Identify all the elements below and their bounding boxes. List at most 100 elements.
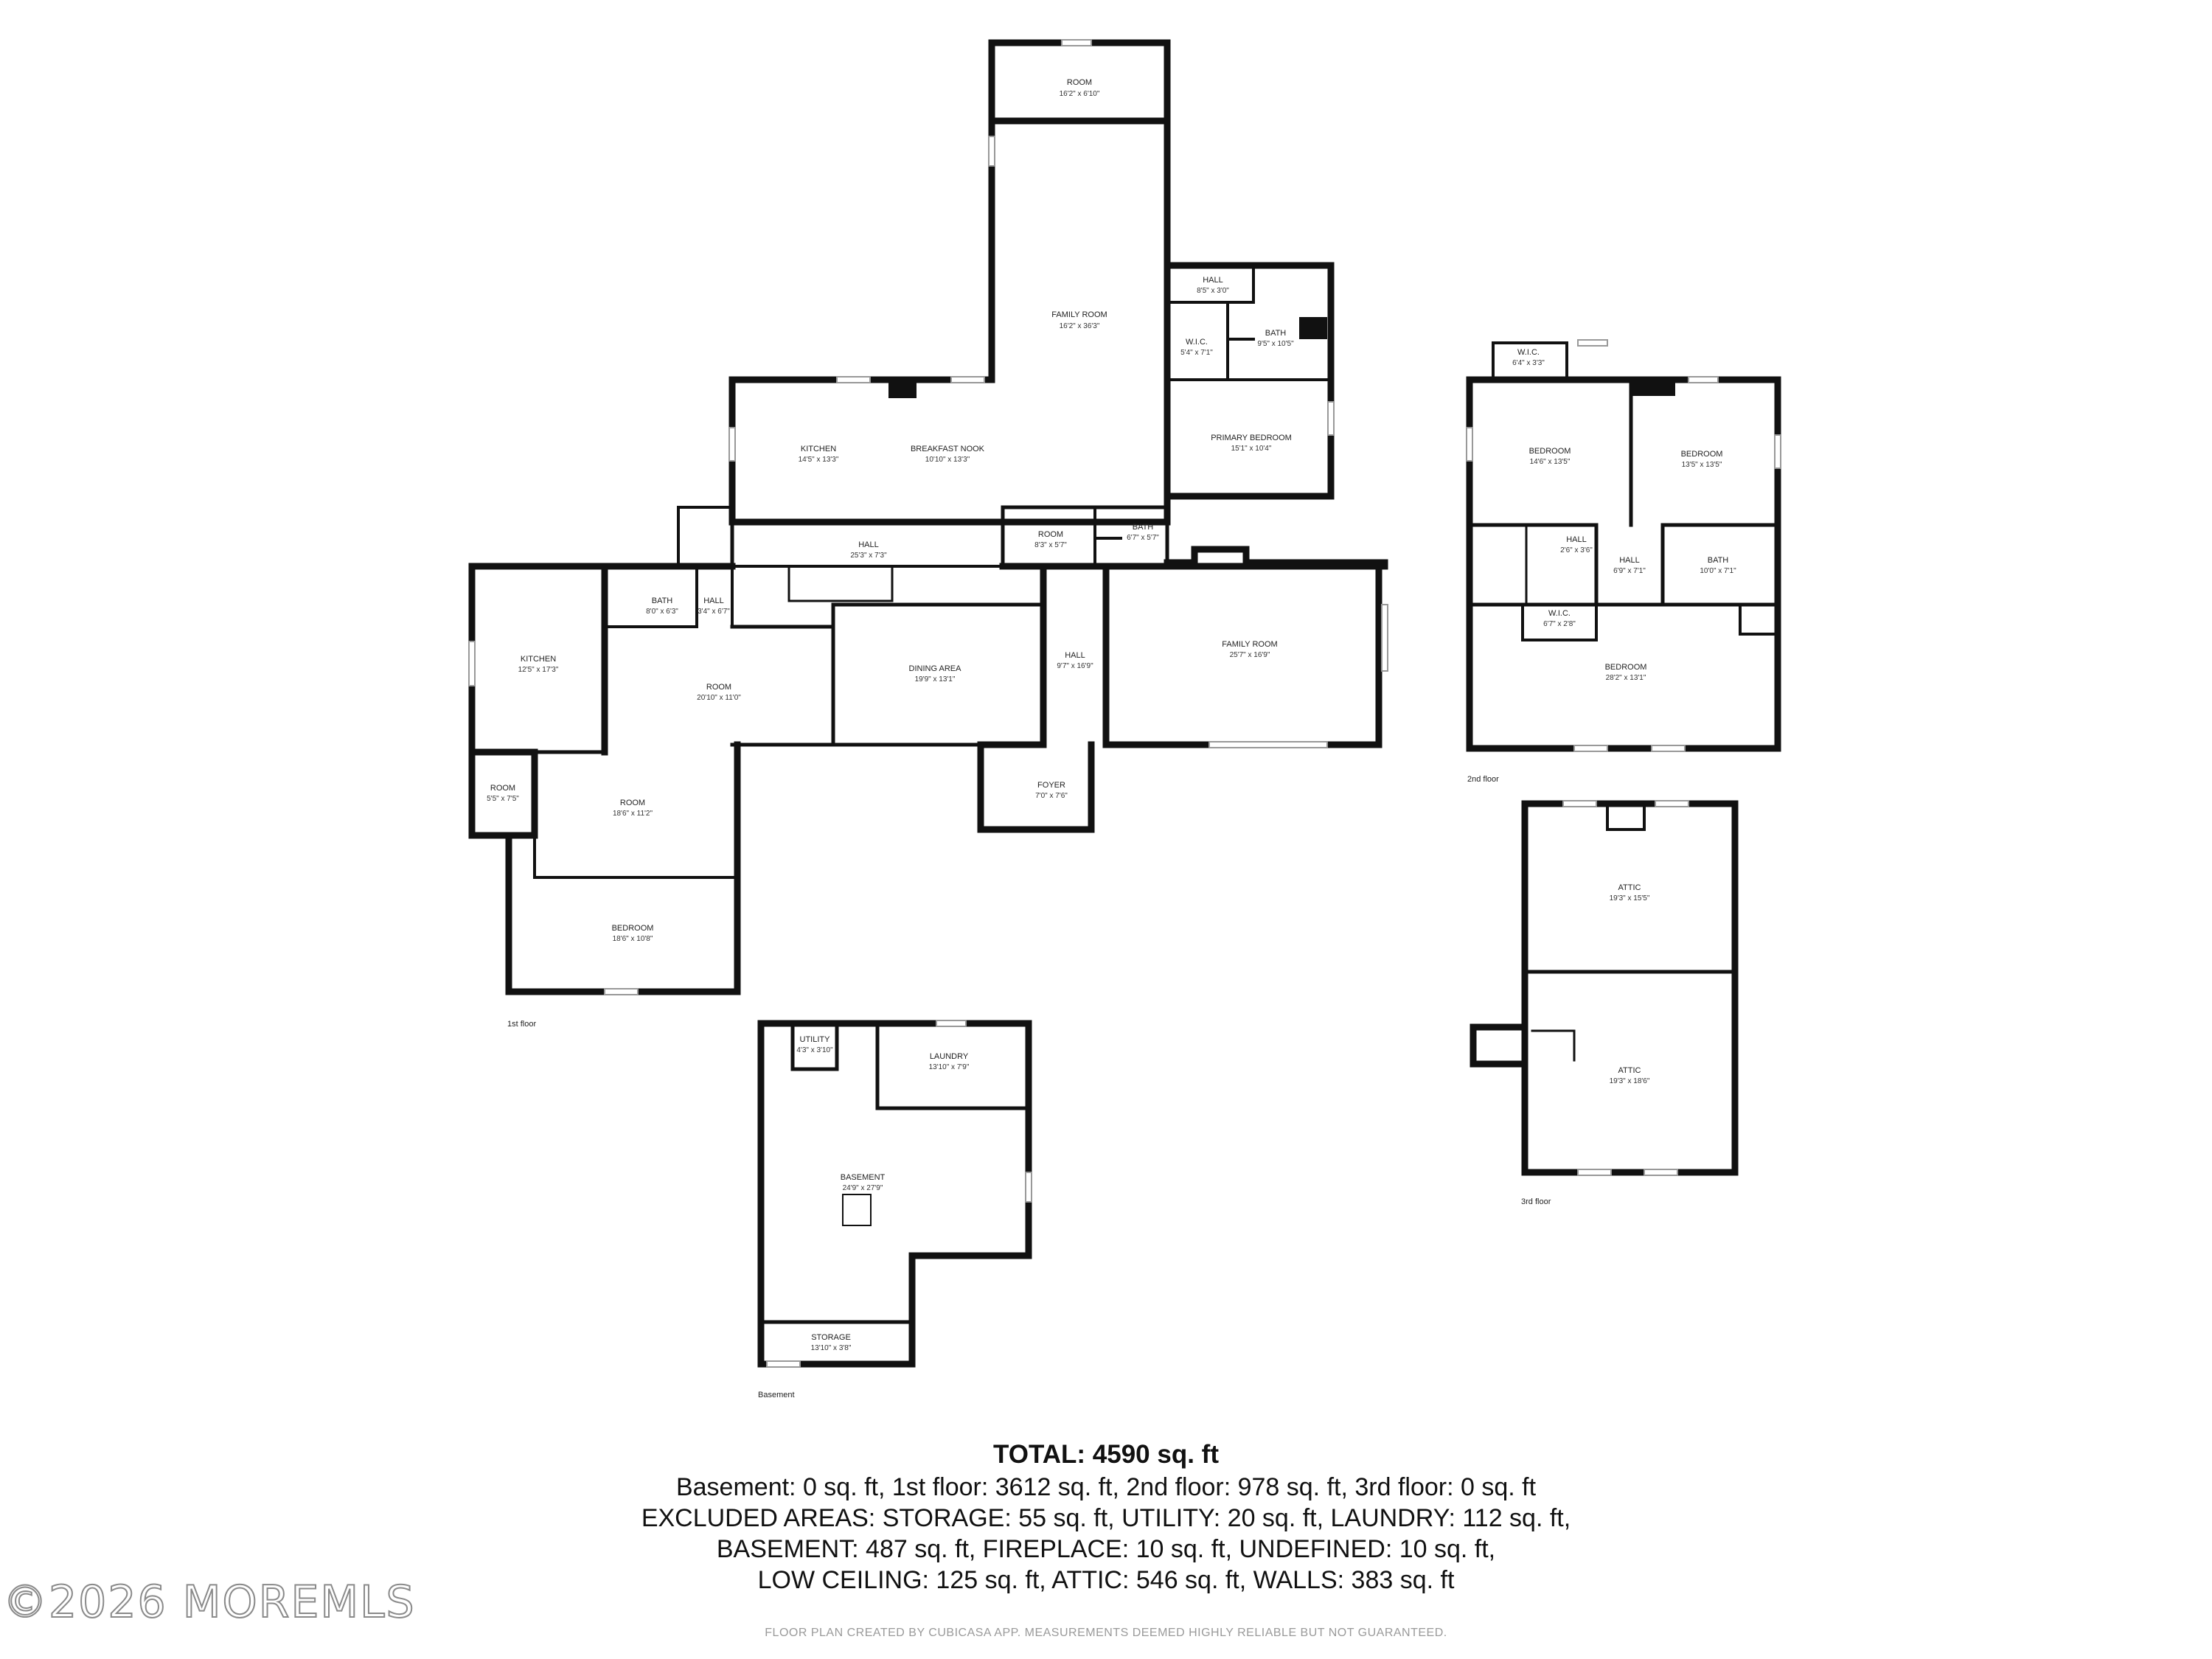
room-dim: 19'3" x 18'6" — [1610, 1077, 1650, 1085]
room-label: FOYER — [1037, 781, 1065, 790]
room-label: W.I.C. — [1517, 348, 1540, 357]
room-label: UTILITY — [800, 1035, 831, 1044]
window-marker — [1562, 800, 1597, 807]
room-label: HALL — [858, 540, 879, 549]
window-marker — [1577, 339, 1608, 347]
disclaimer: FLOOR PLAN CREATED BY CUBICASA APP. MEAS… — [765, 1627, 1447, 1639]
room-dim: 6'9" x 7'1" — [1613, 567, 1646, 575]
room-dim: 4'3" x 3'10" — [796, 1046, 833, 1054]
room-dim: 10'0" x 7'1" — [1700, 567, 1736, 575]
window-marker — [1061, 39, 1092, 46]
room-dim: 14'6" x 13'5" — [1530, 458, 1571, 466]
window-marker — [1655, 800, 1689, 807]
area-summary: TOTAL: 4590 sq. ft Basement: 0 sq. ft, 1… — [0, 1438, 2212, 1596]
window-marker — [728, 427, 736, 462]
excluded-areas-1: EXCLUDED AREAS: STORAGE: 55 sq. ft, UTIL… — [641, 1504, 1571, 1532]
wall-room-c — [470, 625, 835, 754]
watermark: ©2026 MOREMLS — [2, 1576, 416, 1629]
room-dim: 9'7" x 16'9" — [1057, 662, 1093, 670]
wall-room-b — [1001, 506, 1122, 568]
room-dim: 2'6" x 3'6" — [1560, 546, 1593, 554]
room-label: KITCHEN — [801, 445, 836, 453]
window-marker — [1688, 376, 1719, 383]
room-dim: 8'3" x 5'7" — [1034, 541, 1067, 549]
room-dim: 19'3" x 15'5" — [1610, 894, 1650, 902]
room-dim: 25'7" x 16'9" — [1230, 651, 1270, 659]
room-dim: 16'2" x 6'10" — [1060, 90, 1100, 98]
room-dim: 24'9" x 27'9" — [843, 1184, 883, 1192]
wall-hall-a — [1166, 264, 1255, 304]
floor-label-basement: Basement — [758, 1391, 795, 1399]
wall-stairs-b — [787, 565, 894, 602]
room-label: FAMILY ROOM — [1222, 640, 1277, 649]
room-dim: 8'5" x 3'0" — [1197, 287, 1229, 295]
room-dim: 16'2" x 36'3" — [1060, 322, 1100, 330]
wall-room-e — [533, 751, 739, 879]
room-dim: 7'0" x 7'6" — [1035, 792, 1068, 800]
room-label: BREAKFAST NOOK — [911, 445, 985, 453]
room-dim: 14'5" x 13'3" — [799, 456, 839, 464]
room-dim: 13'5" x 13'5" — [1682, 461, 1722, 469]
room-label: BEDROOM — [612, 924, 654, 933]
wall-hall-c — [695, 565, 734, 628]
room-label: HALL — [1203, 276, 1223, 285]
room-label: BATH — [1265, 329, 1287, 338]
room-label: BATH — [1133, 523, 1154, 532]
room-label: BATH — [652, 597, 673, 605]
wall-2nd-floor — [1466, 376, 1781, 752]
room-label: BASEMENT — [841, 1173, 886, 1182]
room-label: ATTIC — [1618, 883, 1641, 892]
room-label: ROOM — [1038, 530, 1063, 539]
window-marker — [468, 641, 476, 686]
fireplace-bath-a — [1299, 317, 1327, 339]
window-marker — [1208, 741, 1328, 748]
wall-family-room-2 — [999, 546, 1388, 748]
room-label: W.I.C. — [1186, 338, 1208, 347]
room-label: BEDROOM — [1681, 450, 1723, 459]
room-label: STORAGE — [811, 1333, 851, 1342]
window-marker — [950, 376, 985, 383]
room-dim: 18'6" x 10'8" — [613, 935, 653, 943]
wall-kitchen-1 — [728, 262, 1171, 526]
floor-areas: Basement: 0 sq. ft, 1st floor: 3612 sq. … — [675, 1473, 1537, 1501]
room-dim: 13'10" x 7'9" — [929, 1063, 970, 1071]
room-dim: 13'10" x 3'8" — [811, 1344, 852, 1352]
window-marker — [1381, 604, 1388, 672]
room-dim: 6'7" x 5'7" — [1127, 534, 1159, 542]
room-label: LAUNDRY — [930, 1052, 969, 1061]
room-label: BATH — [1708, 556, 1729, 565]
wall-2nd-wic — [1492, 341, 1568, 381]
room-label: ROOM — [620, 799, 645, 807]
total-area: TOTAL: 4590 sq. ft — [993, 1440, 1219, 1469]
window-marker — [836, 376, 871, 383]
wall-nook — [677, 506, 734, 568]
room-dim: 12'5" x 17'3" — [518, 666, 559, 674]
room-dim: 3'4" x 6'7" — [698, 608, 730, 616]
room-label: DINING AREA — [909, 664, 962, 673]
wall-bath-c — [603, 565, 698, 628]
window-marker — [1651, 745, 1686, 752]
window-marker — [1774, 434, 1781, 469]
wall-2nd-wic-c — [1521, 603, 1779, 641]
window-marker — [1327, 401, 1335, 436]
window-marker — [1025, 1172, 1032, 1203]
room-label: HALL — [1065, 651, 1085, 660]
wall-3rd-stairs — [1531, 1029, 1576, 1062]
wall-bath-a — [1226, 338, 1332, 381]
room-dim: 6'7" x 2'8" — [1543, 620, 1576, 628]
room-label: HALL — [1619, 556, 1640, 565]
excluded-areas-3: LOW CEILING: 125 sq. ft, ATTIC: 546 sq. … — [757, 1566, 1455, 1594]
window-marker — [1573, 745, 1608, 752]
room-label: HALL — [703, 597, 724, 605]
window-marker — [604, 988, 639, 995]
wall-3rd-chimney — [1606, 802, 1646, 831]
window-marker — [766, 1360, 801, 1368]
excluded-areas-2: BASEMENT: 487 sq. ft, FIREPLACE: 10 sq. … — [716, 1535, 1496, 1563]
window-marker — [988, 136, 995, 167]
room-dim: 19'9" x 13'1" — [915, 675, 956, 684]
room-dim: 10'10" x 13'3" — [925, 456, 970, 464]
room-dim: 6'4" x 3'3" — [1512, 359, 1545, 367]
wall-3rd-floor — [1521, 800, 1739, 1176]
wall-hall-b — [731, 521, 1004, 568]
wall-2nd-hall — [1467, 523, 1780, 607]
